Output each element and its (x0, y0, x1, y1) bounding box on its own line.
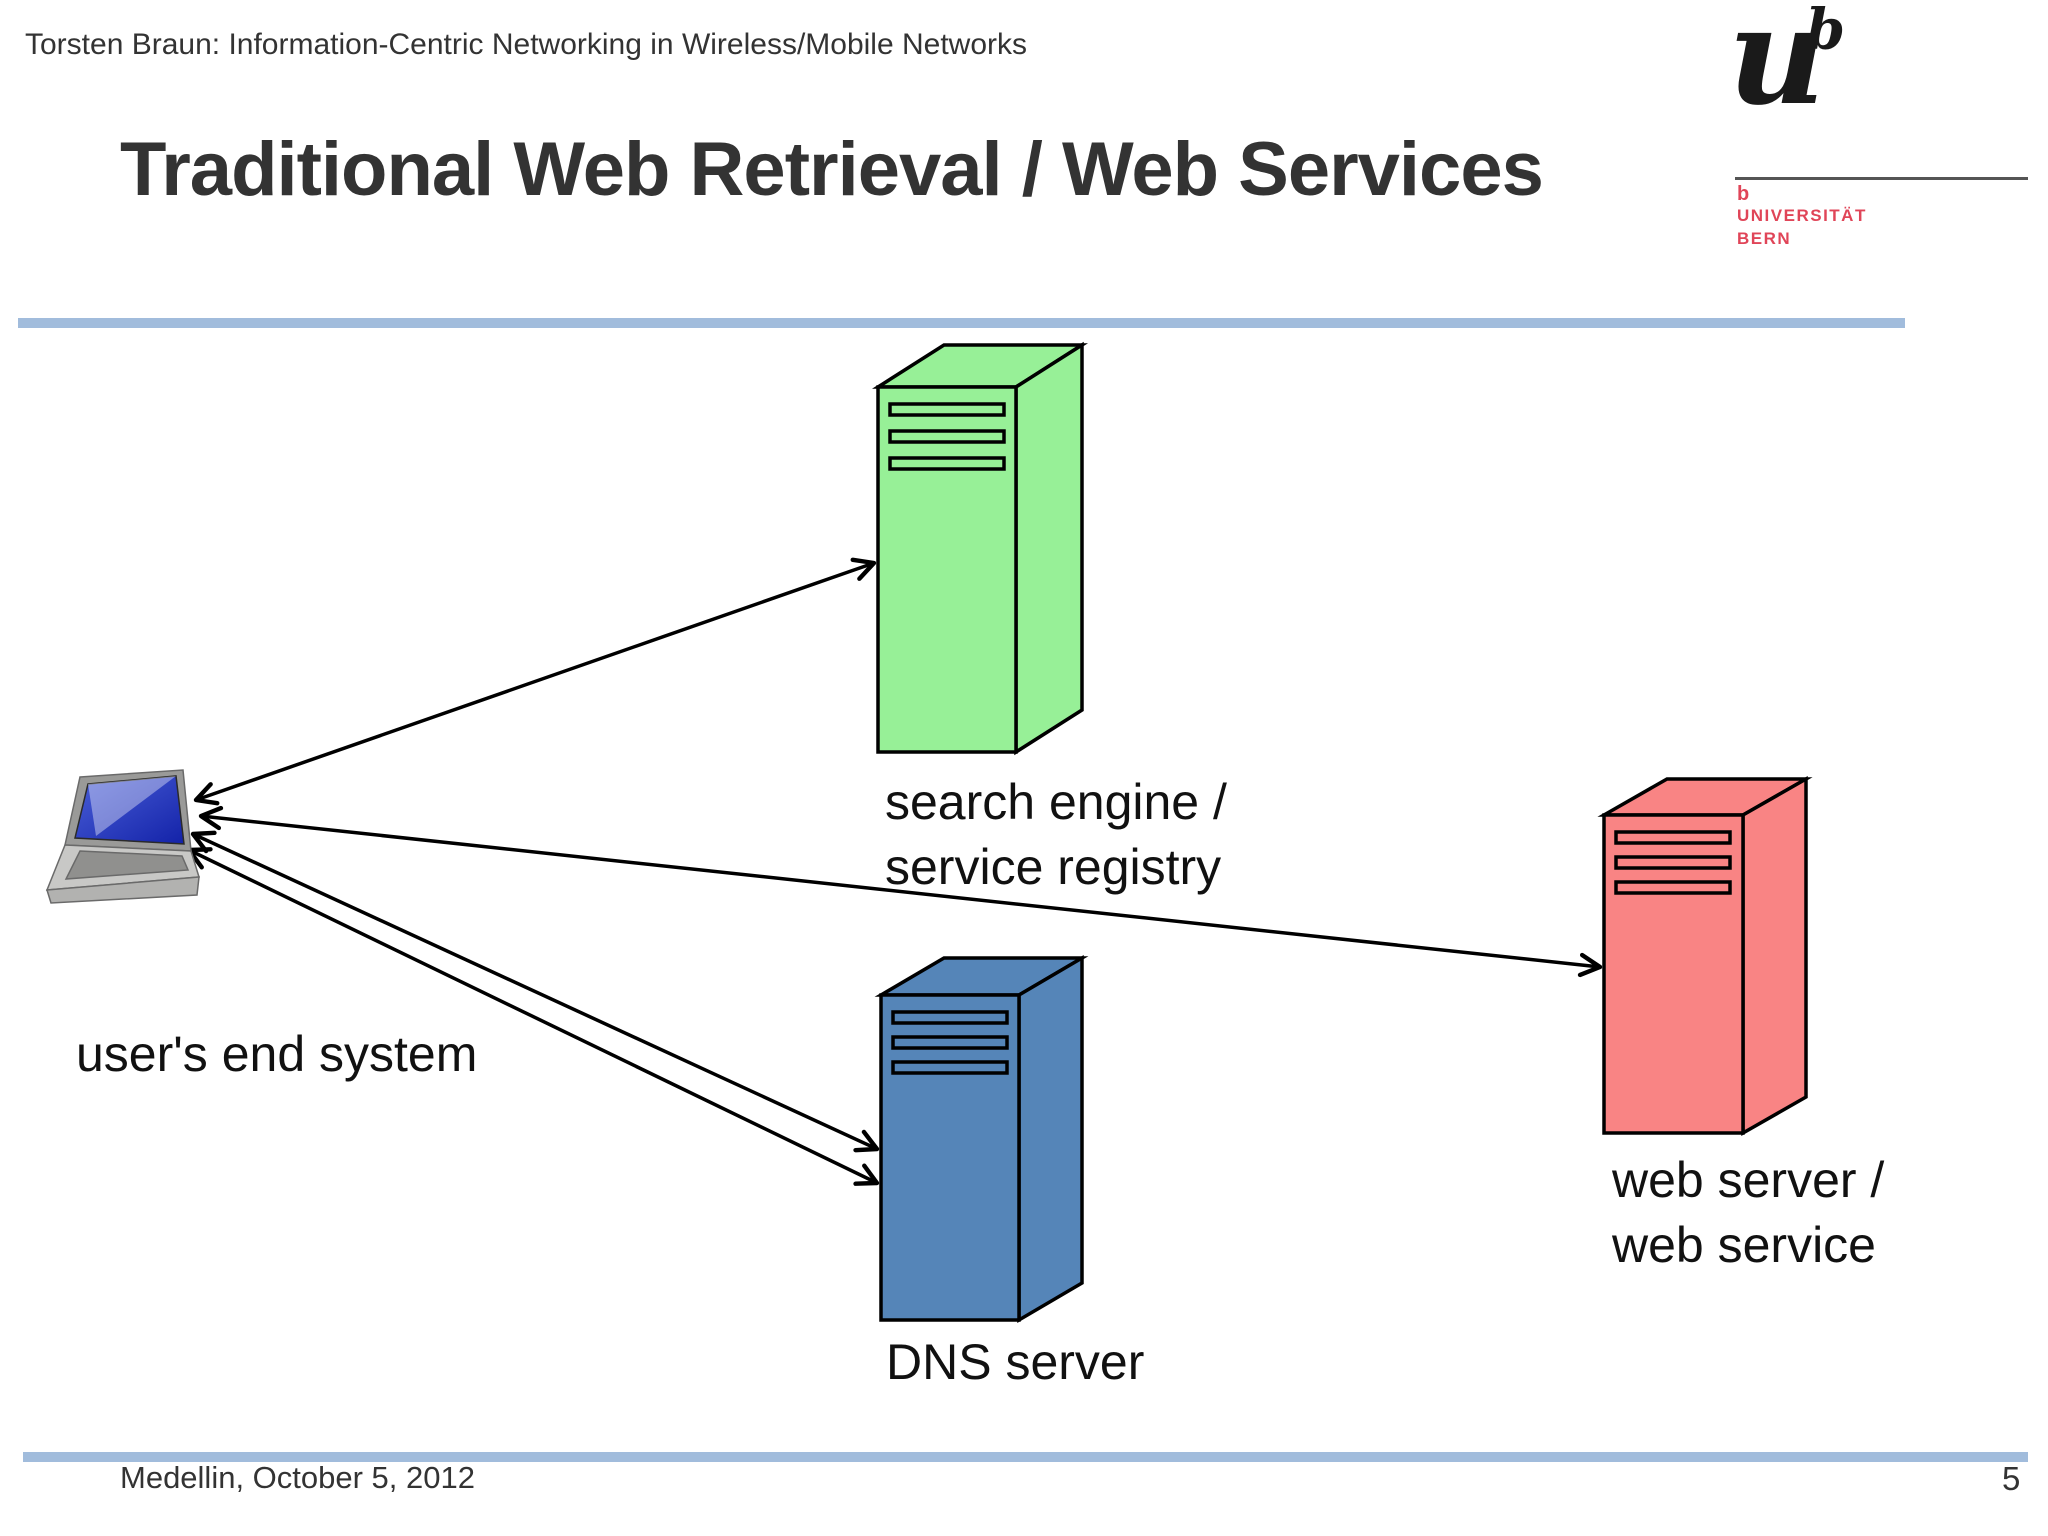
laptop-icon (45, 769, 200, 904)
server-front-face (1602, 813, 1745, 1135)
laptop-keyboard (64, 850, 190, 880)
arrow-user-search-engine (193, 557, 877, 806)
server-vent (1614, 880, 1732, 895)
server-vent (888, 429, 1006, 444)
server-vent (891, 1060, 1009, 1075)
label-search-engine-line1: search engine / (885, 774, 1227, 830)
laptop-screen (74, 775, 185, 845)
arrow-user-dns-upper (190, 830, 880, 1153)
label-users-end-system: user's end system (76, 1026, 478, 1082)
label-search-engine-line2: service registry (885, 839, 1222, 895)
arrows (186, 557, 1603, 1186)
label-web-server: web server / web service (1612, 1148, 1884, 1278)
university-logo-rule (1735, 177, 2028, 180)
server-vent (1614, 830, 1732, 845)
page-number: 5 (2002, 1460, 2021, 1497)
laptop-screen-shine (88, 776, 176, 836)
label-dns-server: DNS server (886, 1334, 1145, 1390)
server-vent (888, 402, 1006, 417)
server-vent (891, 1010, 1009, 1025)
top-divider (18, 318, 1905, 328)
server-side-face (1014, 341, 1084, 756)
server-front-face (879, 993, 1021, 1322)
university-logo-u: u (1728, 0, 1827, 135)
dns-server (874, 954, 1089, 1324)
server-side-face (1741, 775, 1808, 1137)
laptop-front-edge (46, 876, 200, 904)
server-vent (891, 1035, 1009, 1050)
server-front-face (876, 385, 1018, 754)
header-course-title: Torsten Braun: Information-Centric Netwo… (25, 28, 1028, 61)
university-logo-small-b: b (1737, 183, 1750, 205)
search-engine-server (871, 341, 1089, 756)
label-web-server-line2: web service (1612, 1217, 1876, 1273)
label-web-server-line1: web server / (1612, 1152, 1885, 1208)
footer-location-date: Medellin, October 5, 2012 (120, 1460, 475, 1495)
web-server (1597, 775, 1813, 1137)
university-logo-superscript-b: b (1806, 0, 1846, 63)
server-vent (1614, 855, 1732, 870)
server-side-face (1017, 954, 1084, 1324)
university-logo-name-line2: BERN (1737, 229, 1792, 248)
label-search-engine: search engine / service registry (885, 770, 1227, 900)
arrow-user-dns-lower (186, 847, 880, 1186)
bottom-divider (23, 1452, 2028, 1462)
page-title: Traditional Web Retrieval / Web Services (120, 127, 1544, 212)
university-logo-name-line1: UNIVERSITÄT (1737, 206, 1867, 225)
server-vent (888, 456, 1006, 471)
